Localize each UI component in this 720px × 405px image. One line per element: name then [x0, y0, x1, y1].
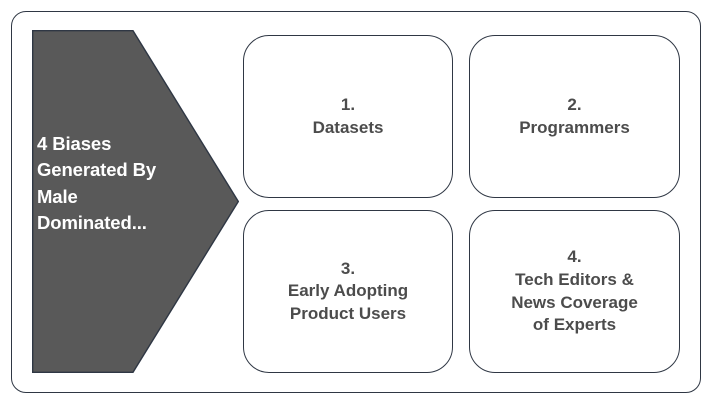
step-title-3: Early Adopting Product Users [287, 281, 409, 323]
step-number-3: 3. [340, 258, 356, 278]
step-box-3[interactable]: 3. Early Adopting Product Users [243, 210, 453, 373]
step-title-4: Tech Editors & News Coverage of Experts [511, 269, 638, 335]
step-title-1: Datasets [312, 117, 384, 137]
step-number-4: 4. [567, 247, 582, 267]
step-number-2: 2. [567, 94, 582, 114]
step-title-2: Programmers [519, 117, 630, 137]
step-box-1[interactable]: 1. Datasets [243, 35, 453, 198]
arrow-label: 4 Biases Generated By Male Dominated... [37, 133, 157, 233]
arrow-polygon [32, 30, 239, 373]
arrow-chevron-shape [32, 30, 239, 373]
outer-frame-border [11, 11, 701, 393]
step-box-2[interactable]: 2. Programmers [469, 35, 680, 198]
step-box-4[interactable]: 4. Tech Editors & News Coverage of Exper… [469, 210, 680, 373]
step-number-1: 1. [340, 94, 356, 114]
